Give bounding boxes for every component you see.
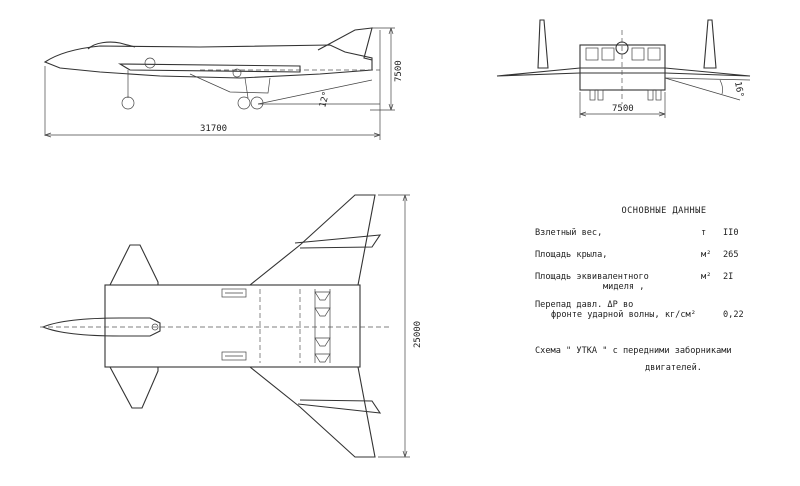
plan-length-label: 25000 — [413, 321, 423, 348]
specs-title: ОСНОВНЫЕ ДАННЫЕ — [621, 206, 707, 216]
spec-name: Площадь крыла, — [535, 250, 608, 261]
front-view: 7500 16° — [496, 19, 751, 118]
spec-row-pressure: Перепад давл. ΔP во фронте ударной волны… — [533, 300, 795, 330]
spec-name: Перепад давл. ΔP во — [535, 300, 634, 311]
spec-value: 0,22 — [723, 310, 744, 321]
side-view: 31700 7500 12° — [43, 27, 404, 140]
front-angle-label: 16° — [732, 81, 745, 99]
note-line-2: двигателей. — [645, 362, 702, 373]
scheme-note: Схема " УТКА " с передними заборниками д… — [533, 346, 795, 373]
spec-unit: т — [701, 228, 707, 239]
spec-name-cont: фронте ударной волны, кг/см² — [551, 310, 696, 321]
spec-value: 2I — [723, 272, 734, 283]
spec-name: Взлетный вес, — [535, 228, 603, 239]
plan-view: 25000 — [40, 194, 423, 458]
spec-name: Площадь эквивалентного — [535, 272, 649, 283]
spec-unit: м² — [701, 272, 712, 283]
specs-table: ОСНОВНЫЕ ДАННЫЕ Взлетный вес, т II0 Площ… — [533, 206, 795, 373]
spec-unit: м² — [701, 250, 712, 261]
spec-name-cont: миделя , — [603, 282, 645, 293]
spec-row-weight: Взлетный вес, т II0 — [533, 228, 795, 250]
side-length-label: 31700 — [200, 124, 227, 134]
side-angle-label: 12° — [318, 90, 332, 108]
spec-value: II0 — [723, 228, 739, 239]
spec-row-wing-area: Площадь крыла, м² 265 — [533, 250, 795, 272]
front-width-label: 7500 — [612, 104, 634, 114]
side-height-label: 7500 — [394, 60, 404, 82]
spec-value: 265 — [723, 250, 739, 261]
note-line-1: Схема " УТКА " с передними заборниками — [535, 346, 732, 357]
spec-row-midsection: Площадь эквивалентного миделя , м² 2I — [533, 272, 795, 300]
